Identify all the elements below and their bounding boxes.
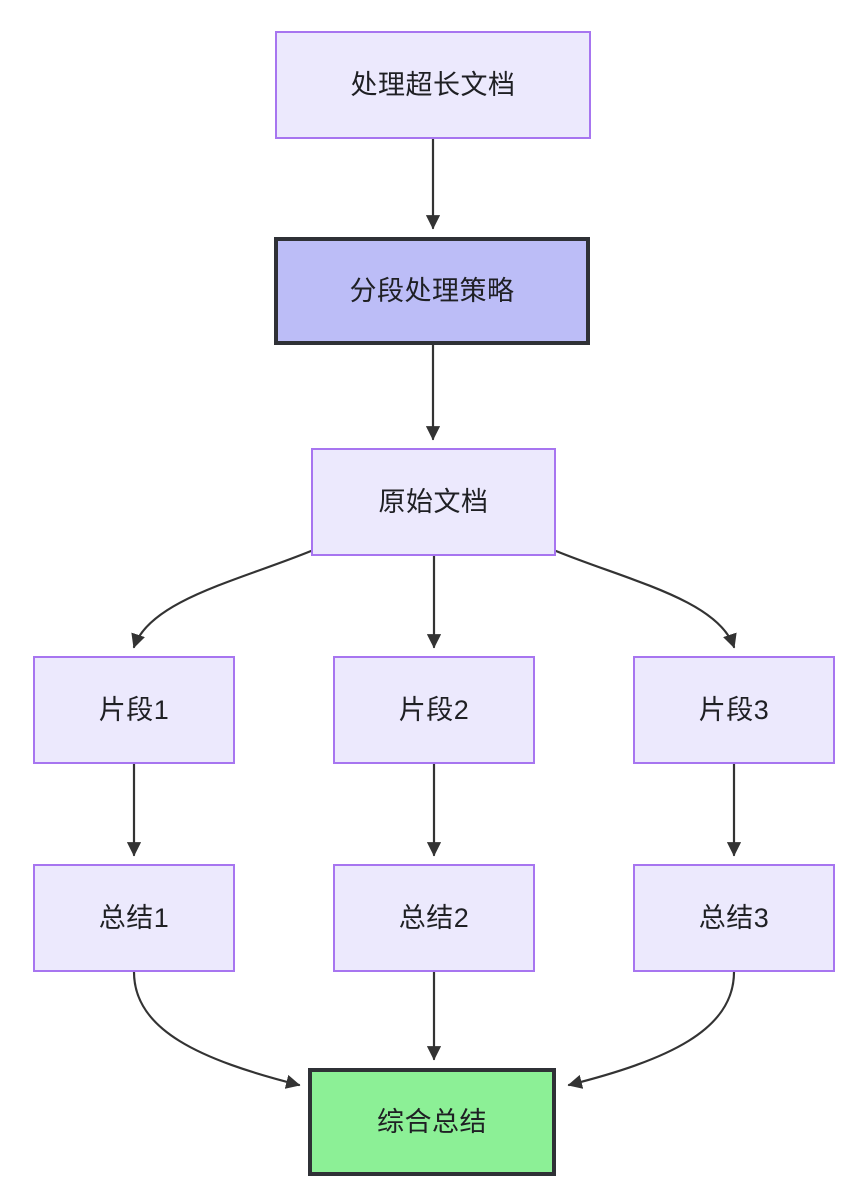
flow-node-n5[interactable]: 片段2 xyxy=(333,656,535,764)
flow-node-label: 综合总结 xyxy=(377,1106,487,1137)
edge-n9-to-n10 xyxy=(567,970,736,1089)
flow-node-n10[interactable]: 综合总结 xyxy=(308,1068,556,1176)
flow-node-n3[interactable]: 原始文档 xyxy=(311,448,556,556)
flow-node-label: 总结3 xyxy=(698,902,770,933)
flow-node-label: 片段2 xyxy=(398,694,470,725)
flow-node-n9[interactable]: 总结3 xyxy=(633,864,835,972)
flow-node-n6[interactable]: 片段3 xyxy=(633,656,835,764)
flow-node-n4[interactable]: 片段1 xyxy=(33,656,235,764)
flow-node-n7[interactable]: 总结1 xyxy=(33,864,235,972)
flow-node-n2[interactable]: 分段处理策略 xyxy=(274,237,590,345)
flow-node-label: 总结1 xyxy=(98,902,170,933)
edge-n3-to-n4 xyxy=(131,549,313,649)
flow-node-label: 片段3 xyxy=(698,694,770,725)
edge-n3-to-n6 xyxy=(554,549,737,649)
flow-node-label: 原始文档 xyxy=(378,486,489,517)
edge-n7-to-n10 xyxy=(132,970,301,1089)
flow-node-label: 分段处理策略 xyxy=(349,275,515,306)
flow-node-label: 总结2 xyxy=(398,902,470,933)
flow-node-n1[interactable]: 处理超长文档 xyxy=(275,31,591,139)
flow-node-n8[interactable]: 总结2 xyxy=(333,864,535,972)
flow-node-label: 处理超长文档 xyxy=(350,69,516,100)
flow-node-label: 片段1 xyxy=(98,694,170,725)
